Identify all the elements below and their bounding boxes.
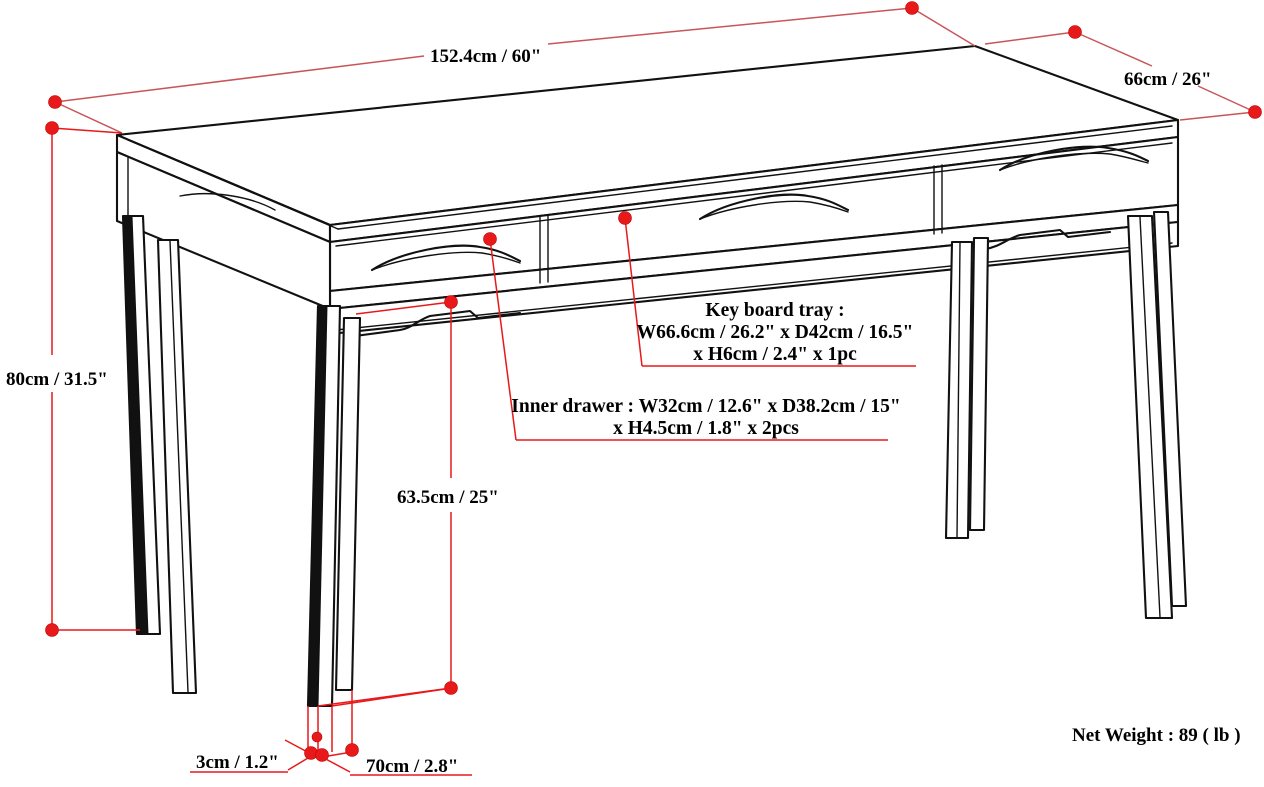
dimension-clearance-extension-top	[355, 301, 452, 315]
dimension-leg-detail: 3cm / 1.2" 70cm / 2.8"	[190, 687, 472, 777]
dimension-width-top: 152.4cm / 60"	[48, 1, 976, 134]
dimension-width-top-line-right	[547, 7, 913, 45]
valance-lower-seam	[335, 242, 1173, 331]
drawer-pull-middle-shadow	[699, 200, 849, 220]
dimension-depth-extension-left	[984, 31, 1076, 45]
dimension-point-height-bottom	[45, 623, 59, 637]
leg-right-near-seam	[956, 242, 961, 538]
desk-top-seam	[127, 139, 339, 230]
dimension-height-left-extension-top	[51, 127, 123, 134]
callout-inner-drawer-leader	[489, 238, 517, 441]
callout-point-keyboard-tray	[618, 211, 632, 225]
desk-illustration	[115, 44, 1188, 708]
dimension-point-depth-bottom	[1248, 105, 1262, 119]
dimension-label-clearance-height: 63.5cm / 25"	[397, 487, 499, 508]
keyboard-tray-notch-right	[983, 228, 1112, 251]
dimension-leg-spread-connector	[331, 687, 453, 707]
dimension-label-leg-thickness: 3cm / 1.2"	[196, 752, 279, 773]
leg-right-far-seam	[1139, 216, 1161, 618]
drawer-pull-right-shadow	[999, 152, 1149, 171]
dimension-label-leg-spread: 70cm / 2.8"	[366, 756, 458, 777]
dimension-point-foot-c	[345, 743, 359, 757]
leg-front-left-shade	[122, 215, 149, 635]
drawer-pull-left-return	[179, 193, 276, 211]
callout-inner-drawer-line1: Inner drawer : W32cm / 12.6" x D38.2cm /…	[511, 396, 900, 417]
dimension-depth-line-upper	[1074, 31, 1153, 67]
drawer-pull-left-shadow	[371, 251, 521, 271]
dimension-label-depth-right: 66cm / 26"	[1124, 69, 1212, 90]
dimension-depth-line-lower	[1197, 85, 1256, 113]
drawer-pull-middle	[698, 193, 850, 221]
dimension-clearance-height: 63.5cm / 25"	[317, 295, 499, 707]
dimension-point-depth-top	[1068, 25, 1082, 39]
dimension-width-top-extension-left	[54, 101, 123, 134]
dimension-point-clearance-top	[444, 295, 458, 309]
drawer-pull-right	[998, 145, 1150, 172]
leg-front-center-left-seam	[331, 306, 341, 706]
callout-inner-drawer: Inner drawer : W32cm / 12.6" x D38.2cm /…	[483, 232, 901, 441]
leg-front-left-seam	[142, 216, 161, 634]
leg-right-near-inner	[968, 236, 990, 532]
dimension-point-foot-b	[315, 748, 329, 762]
callout-inner-drawer-line2: x H4.5cm / 1.8" x 2pcs	[613, 418, 799, 439]
dimension-point-height-top	[45, 121, 59, 135]
callout-point-inner-drawer	[483, 232, 497, 246]
leg-right-far-inner	[1152, 210, 1188, 608]
callout-keyboard-tray-leader	[624, 217, 643, 367]
callout-keyboard-tray-line2: W66.6cm / 26.2" x D42cm / 16.5"	[637, 322, 914, 343]
callout-keyboard-tray-line1: Key board tray :	[705, 300, 844, 321]
dimension-point-width-left	[48, 95, 62, 109]
dimension-depth-extension-right	[1179, 111, 1256, 121]
dimension-point-foot-top	[311, 731, 323, 743]
dimension-height-left: 80cm / 31.5"	[6, 121, 140, 637]
desk-top-seam-right	[337, 125, 1173, 230]
dimension-width-top-line	[54, 55, 425, 103]
callout-keyboard-tray-line3: x H6cm / 2.4" x 1pc	[693, 344, 857, 365]
dimension-point-width-right	[905, 1, 919, 15]
dimension-depth-right: 66cm / 26"	[984, 25, 1262, 121]
dimension-width-top-extension-right	[911, 7, 976, 47]
dimension-label-height-left: 80cm / 31.5"	[6, 369, 108, 390]
net-weight-label: Net Weight : 89 ( lb )	[1072, 725, 1241, 746]
leg-back-left	[156, 238, 198, 695]
drawer-pull-left	[370, 244, 522, 272]
dimension-label-width-top: 152.4cm / 60"	[430, 46, 541, 67]
dimension-annotations: 152.4cm / 60" 66cm / 26" 80cm /	[6, 1, 1262, 777]
callout-keyboard-tray: Key board tray : W66.6cm / 26.2" x D42cm…	[618, 211, 916, 367]
leg-back-left-seam	[169, 240, 189, 693]
